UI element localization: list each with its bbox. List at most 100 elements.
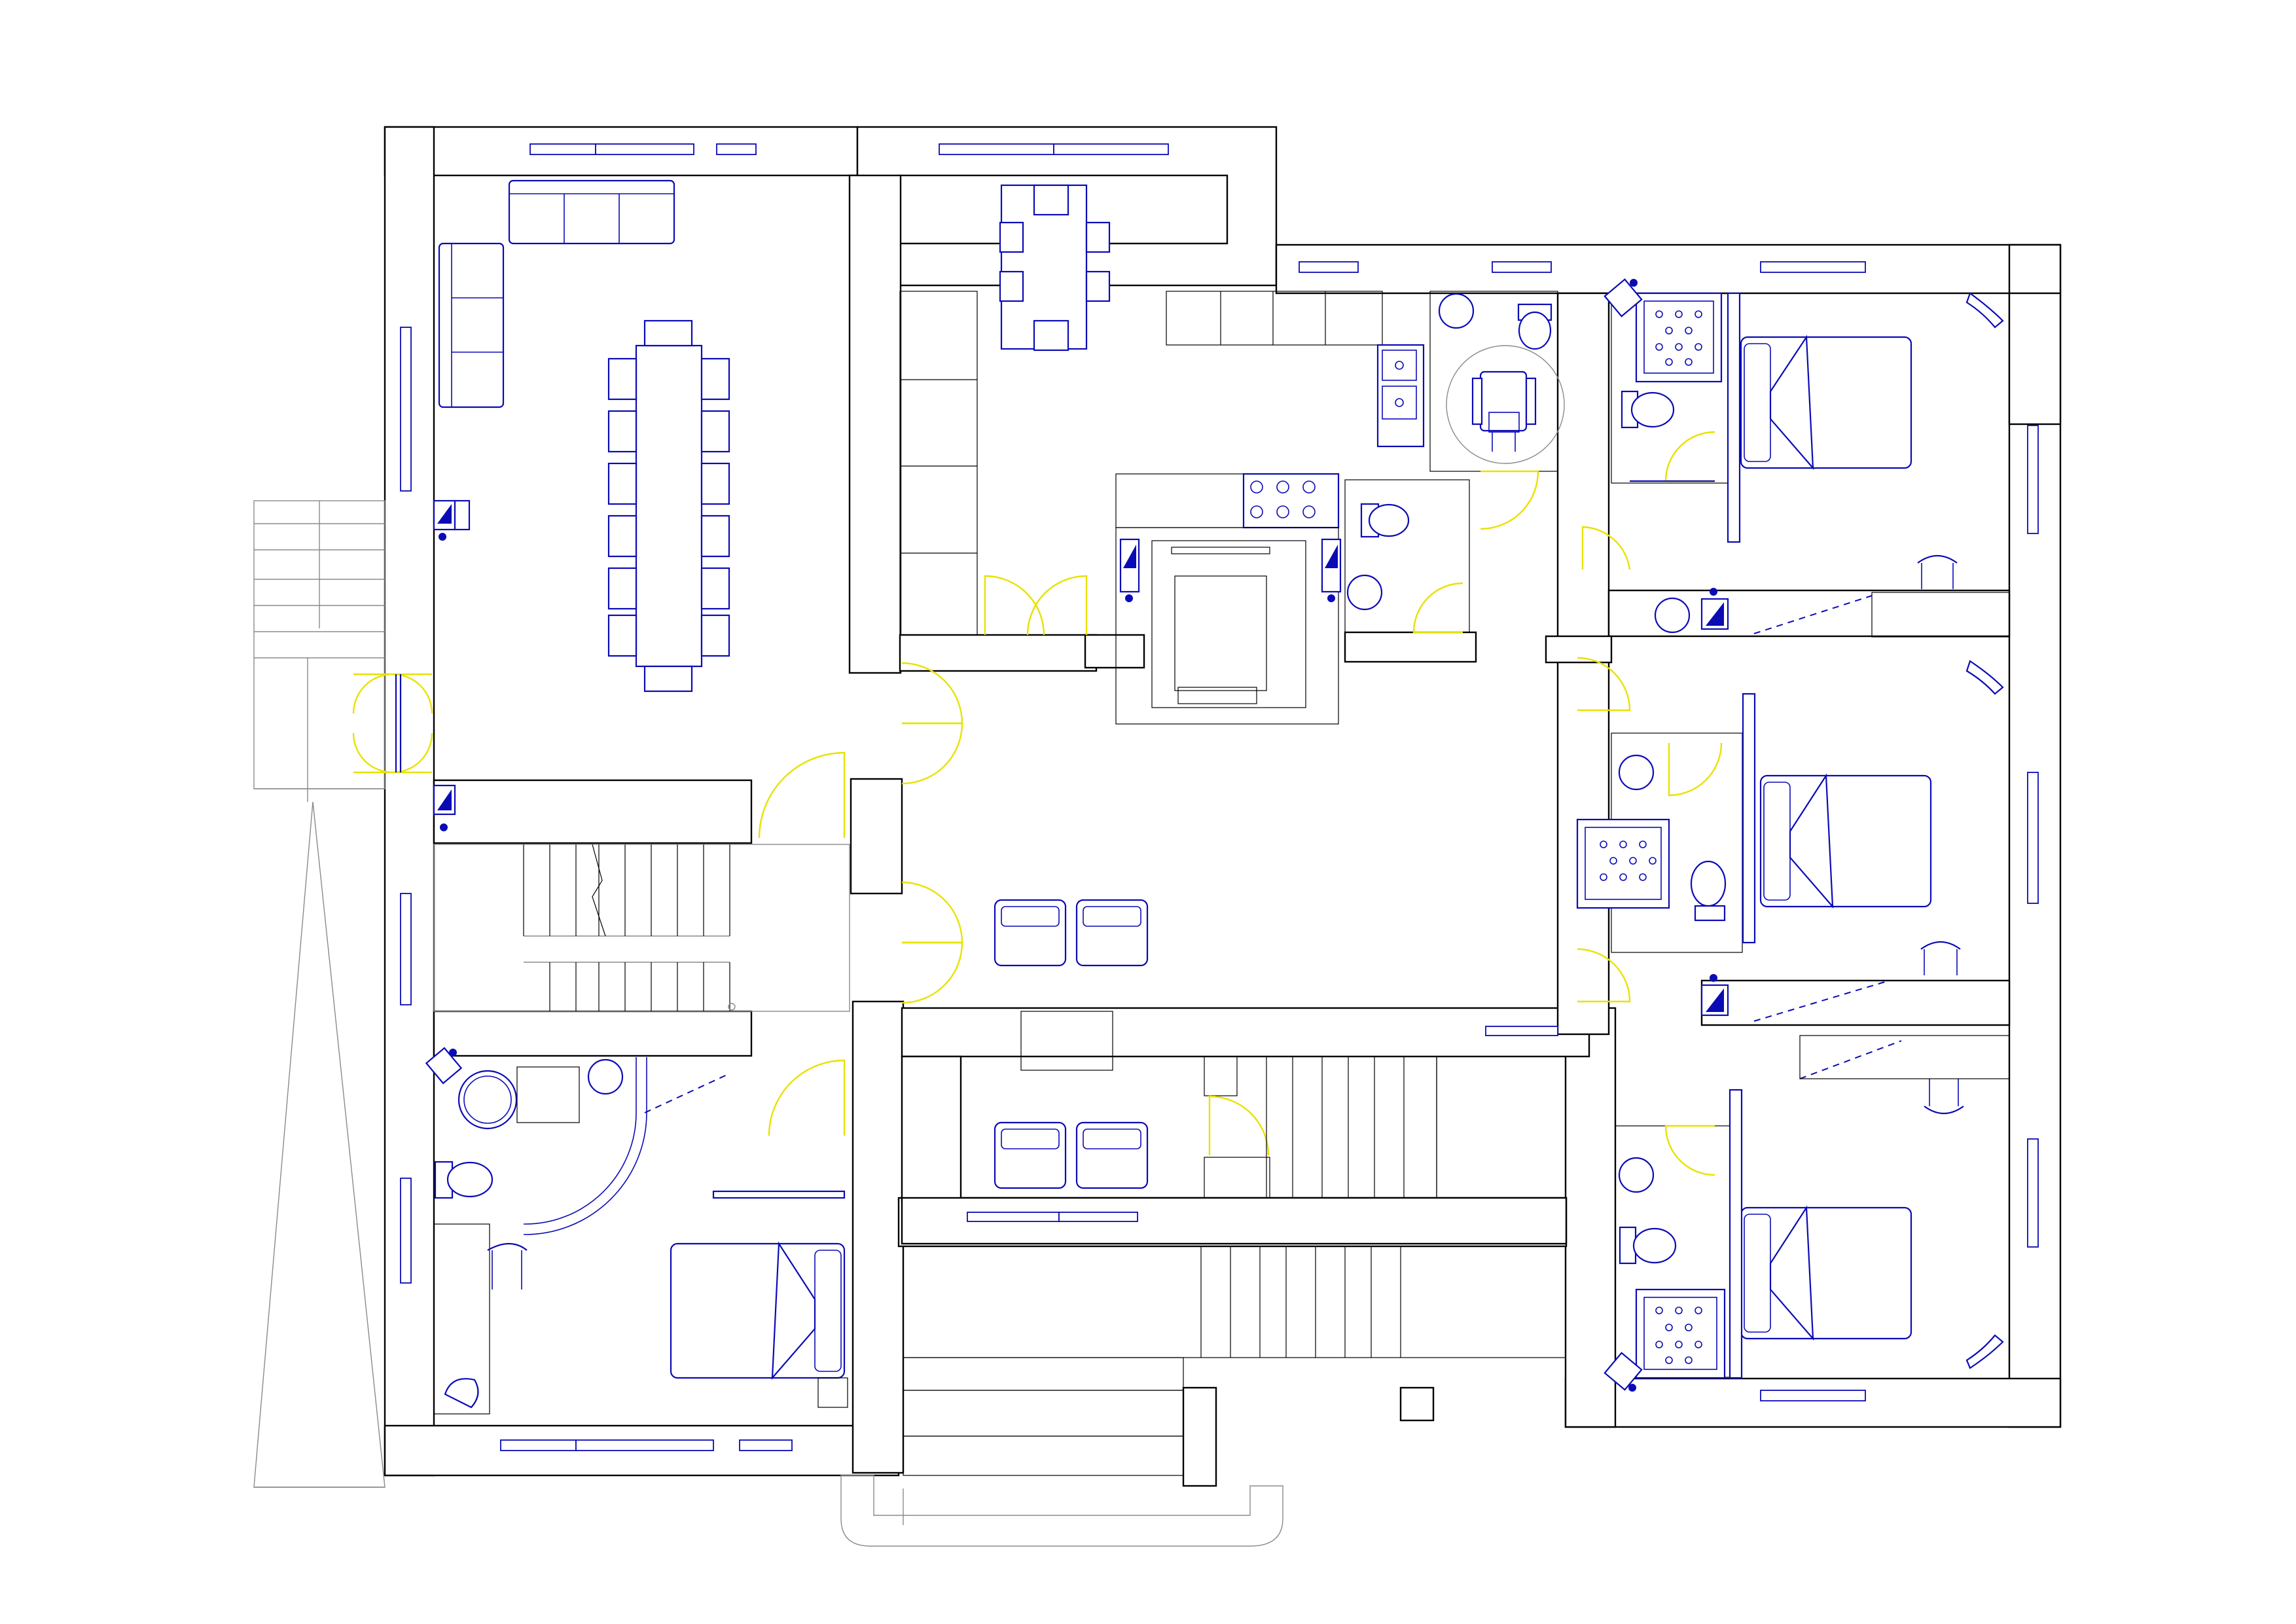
wall-stair-bottom [433,1010,753,1057]
window-left-2 [400,893,412,1005]
hall-door-4[interactable] [901,941,963,1004]
stair-break-line [592,844,606,937]
bathroom-2-door[interactable] [1668,742,1723,797]
wall-living-bottom [433,779,753,844]
shower-tray-icon [1635,292,1723,383]
washbasin-icon [1618,754,1655,791]
washbasin-icon [1346,574,1383,611]
electrical-panel-icon [433,784,456,831]
hall-door-3[interactable] [901,881,963,944]
electrical-panel-icon [1119,538,1140,602]
lounge-2 [994,1056,1270,1199]
toilet-icon [1517,303,1552,350]
desk-left [433,1223,490,1415]
bedroom-left-door[interactable] [768,1059,846,1136]
left-entrance-door[interactable] [352,673,433,774]
window-hall-2 [1058,1212,1138,1222]
electrical-panel-icon [1604,1352,1643,1392]
chair-head-top [643,319,693,347]
shower-tray-icon [1576,818,1670,909]
armchair-icon [1965,660,2004,695]
chairs-left [607,357,637,657]
window-hall-3 [1485,1026,1558,1036]
window-top-4 [939,143,1054,155]
window-right-2 [2027,772,2039,904]
armchair-pair-bottom [994,1121,1149,1189]
stair-treads-top [523,844,730,936]
window-right-3 [2027,1138,2039,1248]
wardrobe-3 [1729,1089,1743,1379]
window-hall-1 [967,1212,1060,1222]
wc-kitchen-outline [1344,479,1470,633]
window-top-1 [529,143,596,155]
entrance-ramp [840,1475,1283,1547]
bed-icon [670,1241,848,1408]
electrical-panel-icon [425,1047,463,1085]
toilet-icon [1621,390,1675,429]
wall-hall-left [850,778,903,895]
window-bottom-1 [500,1439,577,1451]
kitchen-door-right[interactable] [1026,575,1088,636]
bathroom-3-door[interactable] [1664,1125,1715,1176]
accessible-wc [1429,291,1565,530]
bathroom-1-door[interactable] [1664,431,1715,482]
desk-line-3 [1799,1040,1902,1079]
toilet-icon [1360,503,1410,538]
internal-staircase [433,844,850,1012]
lounge-2-door[interactable] [1208,1095,1270,1156]
desk-chair-icon [1917,555,1958,589]
service-stair-outline [1266,1056,1437,1199]
washbasin-icon [1438,293,1475,329]
window-top-5 [1053,143,1169,155]
bedroom-2-door-2[interactable] [1577,948,1631,1003]
desk-chair-icon [487,1243,528,1290]
toilet-icon [1619,1226,1677,1265]
wardrobe-2 [1742,693,1756,944]
wheelchair-turning-circle [1446,345,1565,464]
wall-right-wing-left [1556,292,1610,641]
round-shower-icon [457,1070,518,1130]
entrance-steps [840,1246,1566,1547]
ramp-outline [253,801,386,1488]
shower-tray-icon [1635,1288,1726,1379]
windows [400,143,2039,1451]
hall-door-2[interactable] [901,722,963,785]
window-right-top-1 [1299,261,1359,273]
vanity [516,1066,580,1123]
elevator-car [1151,540,1306,708]
living-room [433,179,730,831]
window-left-1 [400,327,412,492]
wall-top-right [1275,244,2062,295]
armchair-icon [1965,292,2004,329]
accessible-wc-door[interactable] [1480,470,1539,530]
bedroom-2-door[interactable] [1577,657,1631,712]
kitchen-door-left[interactable] [984,575,1045,636]
window-top-3 [716,143,757,155]
wall-bottom-right [1564,1377,2062,1428]
bed-icon [1740,1205,1912,1341]
bathroom-2 [1576,732,1743,953]
washbasin-icon [1618,1157,1655,1193]
hall-door-1[interactable] [901,662,963,725]
curved-partition [523,1057,637,1225]
electrical-panel-icon [1700,974,1729,1017]
desk-3 [1799,1035,2010,1079]
window-bottom-3 [739,1439,793,1451]
entrance-landing [903,1246,1566,1358]
living-door[interactable] [758,751,846,839]
chairs-right [700,357,730,657]
console-table [1020,1011,1113,1071]
staircase-outline [433,844,850,1012]
window-bottom-right [1760,1390,1866,1401]
wardrobe-left [712,1190,846,1199]
wc-kitchen-door[interactable] [1412,582,1463,634]
sink-icon [1376,344,1425,448]
toilet-icon [1690,860,1727,922]
wall-bedroom2-bottom [1700,979,2011,1026]
wall-living2-left [901,1055,962,1202]
window-right-top-3 [1760,261,1866,273]
chair-head-bottom [643,665,693,693]
desk-1 [1871,592,2010,638]
bedroom-1-door[interactable] [1581,526,1631,570]
wall-living-right [848,174,902,674]
